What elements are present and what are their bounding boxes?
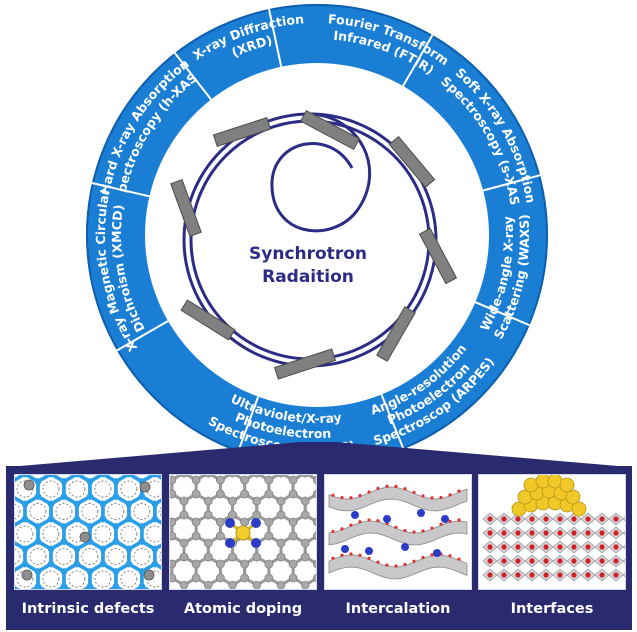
injector-loop <box>270 112 372 233</box>
card-intrinsic-defects <box>14 474 162 590</box>
beamline-4 <box>376 306 416 362</box>
bottom-panel: Intrinsic defects Atomic doping Intercal… <box>6 466 632 630</box>
beamline-1 <box>300 109 360 151</box>
ring-dividers <box>91 8 541 453</box>
panel-label-intrinsic-defects: Intrinsic defects <box>21 601 155 617</box>
center-label-line2: Radaition <box>262 267 354 287</box>
interface-structure <box>482 475 625 582</box>
panel-label-interfaces: Interfaces <box>510 601 594 617</box>
card-atomic-doping <box>169 474 317 590</box>
card-interfaces <box>478 474 626 590</box>
beamline-0 <box>212 117 272 147</box>
beamline-6 <box>180 299 236 341</box>
panel-label-intercalation: Intercalation <box>345 601 451 617</box>
beamlines <box>170 109 458 380</box>
beamline-2 <box>388 135 436 189</box>
defects-lattice <box>15 475 161 589</box>
panel-label-atomic-doping: Atomic doping <box>183 601 303 617</box>
intercalation-layers <box>328 484 468 580</box>
card-intercalation <box>324 474 472 590</box>
center-label-line1: Synchrotron <box>249 244 367 264</box>
doping-lattice <box>170 475 316 589</box>
beamline-5 <box>273 348 337 380</box>
beamline-3 <box>418 227 458 285</box>
connector-trapezoid <box>20 442 618 466</box>
beamline-7 <box>170 178 202 238</box>
